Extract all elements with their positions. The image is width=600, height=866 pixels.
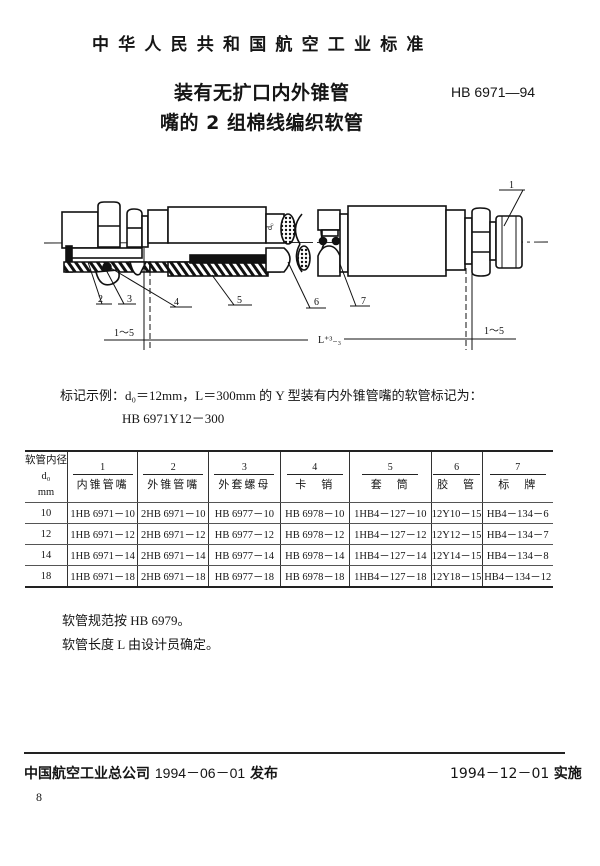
table-row: 10 1HB 6971－10 2HB 6971－10 HB 6977－10 HB… — [25, 502, 553, 524]
cell-outer-cone-nipple: 2HB 6971－12 — [137, 523, 209, 545]
standard-code: HB 6971—94 — [451, 84, 536, 100]
cell-lock-pin: HB 6978－14 — [279, 544, 350, 566]
issue-label: 发布 — [250, 766, 279, 782]
table-row: 12 1HB 6971－12 2HB 6971－12 HB 6977－12 HB… — [25, 523, 553, 545]
cell-rubber-hose: 12Y10－15 — [430, 502, 483, 524]
cell-rubber-hose: 12Y12－15 — [430, 523, 483, 545]
header-num: 4 — [312, 462, 318, 473]
header-name: 内锥管嘴 — [72, 474, 133, 492]
header-name: 外套螺母 — [214, 474, 275, 492]
diameter-label: d₀ — [265, 223, 274, 230]
issue-date: 1994－06－01 — [154, 765, 246, 781]
cell-inner-cone-nipple: 1HB 6971－18 — [66, 565, 138, 588]
cell-lock-pin: HB 6978－10 — [279, 502, 350, 524]
header-d0-symbol: d₀ — [41, 471, 51, 482]
cell-inner-cone-nipple: 1HB 6971－12 — [66, 523, 138, 545]
cell-tag: HB4－134－6 — [481, 502, 553, 524]
document-title-line2: 嘴的 2 组棉线编织软管 — [160, 112, 364, 134]
marking-example-line2: HB 6971Y12－300 — [122, 411, 225, 426]
cell-sleeve-nut: HB 6977－18 — [208, 565, 281, 588]
footer-effective: 1994－12－01 实施 — [450, 763, 582, 783]
header-name: 外锥管嘴 — [143, 474, 204, 492]
cell-sleeve-nut: HB 6977－12 — [208, 523, 281, 545]
footer-issue: 中国航空工业总公司 1994－06－01 发布 — [24, 763, 278, 783]
effective-label: 实施 — [553, 766, 582, 782]
header-name: 卡 销 — [286, 474, 343, 492]
cell-d0: 14 — [25, 544, 68, 566]
header-hose-diameter-label: 软管内径 — [25, 455, 67, 466]
callout-4: 4 — [174, 297, 179, 308]
cell-lock-pin: HB 6978－18 — [279, 565, 350, 588]
cell-outer-cone-nipple: 2HB 6971－14 — [137, 544, 209, 566]
dim-length: L⁺³₋₃ — [318, 335, 341, 346]
cell-rubber-hose: 12Y18－15 — [430, 565, 483, 588]
effective-date: 1994－12－01 — [450, 766, 550, 782]
callout-2: 2 — [98, 294, 103, 305]
cell-tag: HB4－134－8 — [481, 544, 553, 566]
header-hose-diameter: 软管内径 d₀ mm — [25, 451, 68, 503]
hose-assembly-drawing: d₀ 2 3 4 5 6 7 1 1～5 L⁺³₋₃ 1～5 — [43, 180, 549, 350]
cell-d0: 12 — [25, 523, 68, 545]
callout-6: 6 — [314, 297, 319, 308]
dim-left: 1～5 — [114, 328, 134, 339]
note-hose-spec: 软管规范按 HB 6979。 — [62, 613, 191, 628]
header-unit: mm — [37, 487, 55, 498]
issuer: 中国航空工业总公司 — [24, 766, 150, 782]
cell-inner-cone-nipple: 1HB 6971－14 — [66, 544, 138, 566]
header-num: 1 — [100, 462, 106, 473]
page-number: 8 — [36, 790, 42, 804]
cell-outer-cone-nipple: 2HB 6971－18 — [137, 565, 209, 588]
header-name: 胶 管 — [433, 474, 481, 492]
callout-7: 7 — [361, 296, 366, 307]
cell-rubber-hose: 12Y14－15 — [430, 544, 483, 566]
cell-d0: 18 — [25, 565, 68, 588]
header-num: 2 — [170, 462, 176, 473]
cell-outer-cone-nipple: 2HB 6971－10 — [137, 502, 209, 524]
header-num: 5 — [387, 462, 393, 473]
cell-sleeve: 1HB4－127－18 — [348, 565, 432, 588]
header-name: 标 牌 — [489, 474, 546, 492]
header-num: 6 — [454, 462, 460, 473]
cell-sleeve: 1HB4－127－12 — [348, 523, 432, 545]
callout-1: 1 — [509, 180, 514, 191]
cell-tag: HB4－134－12 — [481, 565, 553, 588]
header-num: 3 — [241, 462, 247, 473]
table-row: 14 1HB 6971－14 2HB 6971－14 HB 6977－14 HB… — [25, 544, 553, 566]
cell-sleeve: 1HB4－127－10 — [348, 502, 432, 524]
cell-lock-pin: HB 6978－12 — [279, 523, 350, 545]
marking-example-line1: 标记示例：d₀＝12mm，L＝300mm 的 Y 型装有内外锥管嘴的软管标记为： — [60, 388, 483, 403]
standard-organization: 中华人民共和国航空工业标准 — [92, 35, 433, 55]
cell-tag: HB4－134－7 — [481, 523, 553, 545]
cell-sleeve-nut: HB 6977－10 — [208, 502, 281, 524]
dim-right: 1～5 — [484, 326, 504, 337]
note-hose-length: 软管长度 L 由设计员确定。 — [62, 637, 219, 652]
header-name: 套 筒 — [362, 474, 419, 492]
callout-5: 5 — [237, 295, 242, 306]
footer-divider — [24, 752, 565, 754]
table-row: 18 1HB 6971－18 2HB 6971－18 HB 6977－18 HB… — [25, 565, 553, 588]
header-num: 7 — [515, 462, 521, 473]
cell-sleeve-nut: HB 6977－14 — [208, 544, 281, 566]
cell-inner-cone-nipple: 1HB 6971－10 — [66, 502, 138, 524]
cell-sleeve: 1HB4－127－14 — [348, 544, 432, 566]
cell-d0: 10 — [25, 502, 68, 524]
callout-3: 3 — [127, 294, 132, 305]
document-title-line1: 装有无扩口内外锥管 — [174, 82, 350, 104]
